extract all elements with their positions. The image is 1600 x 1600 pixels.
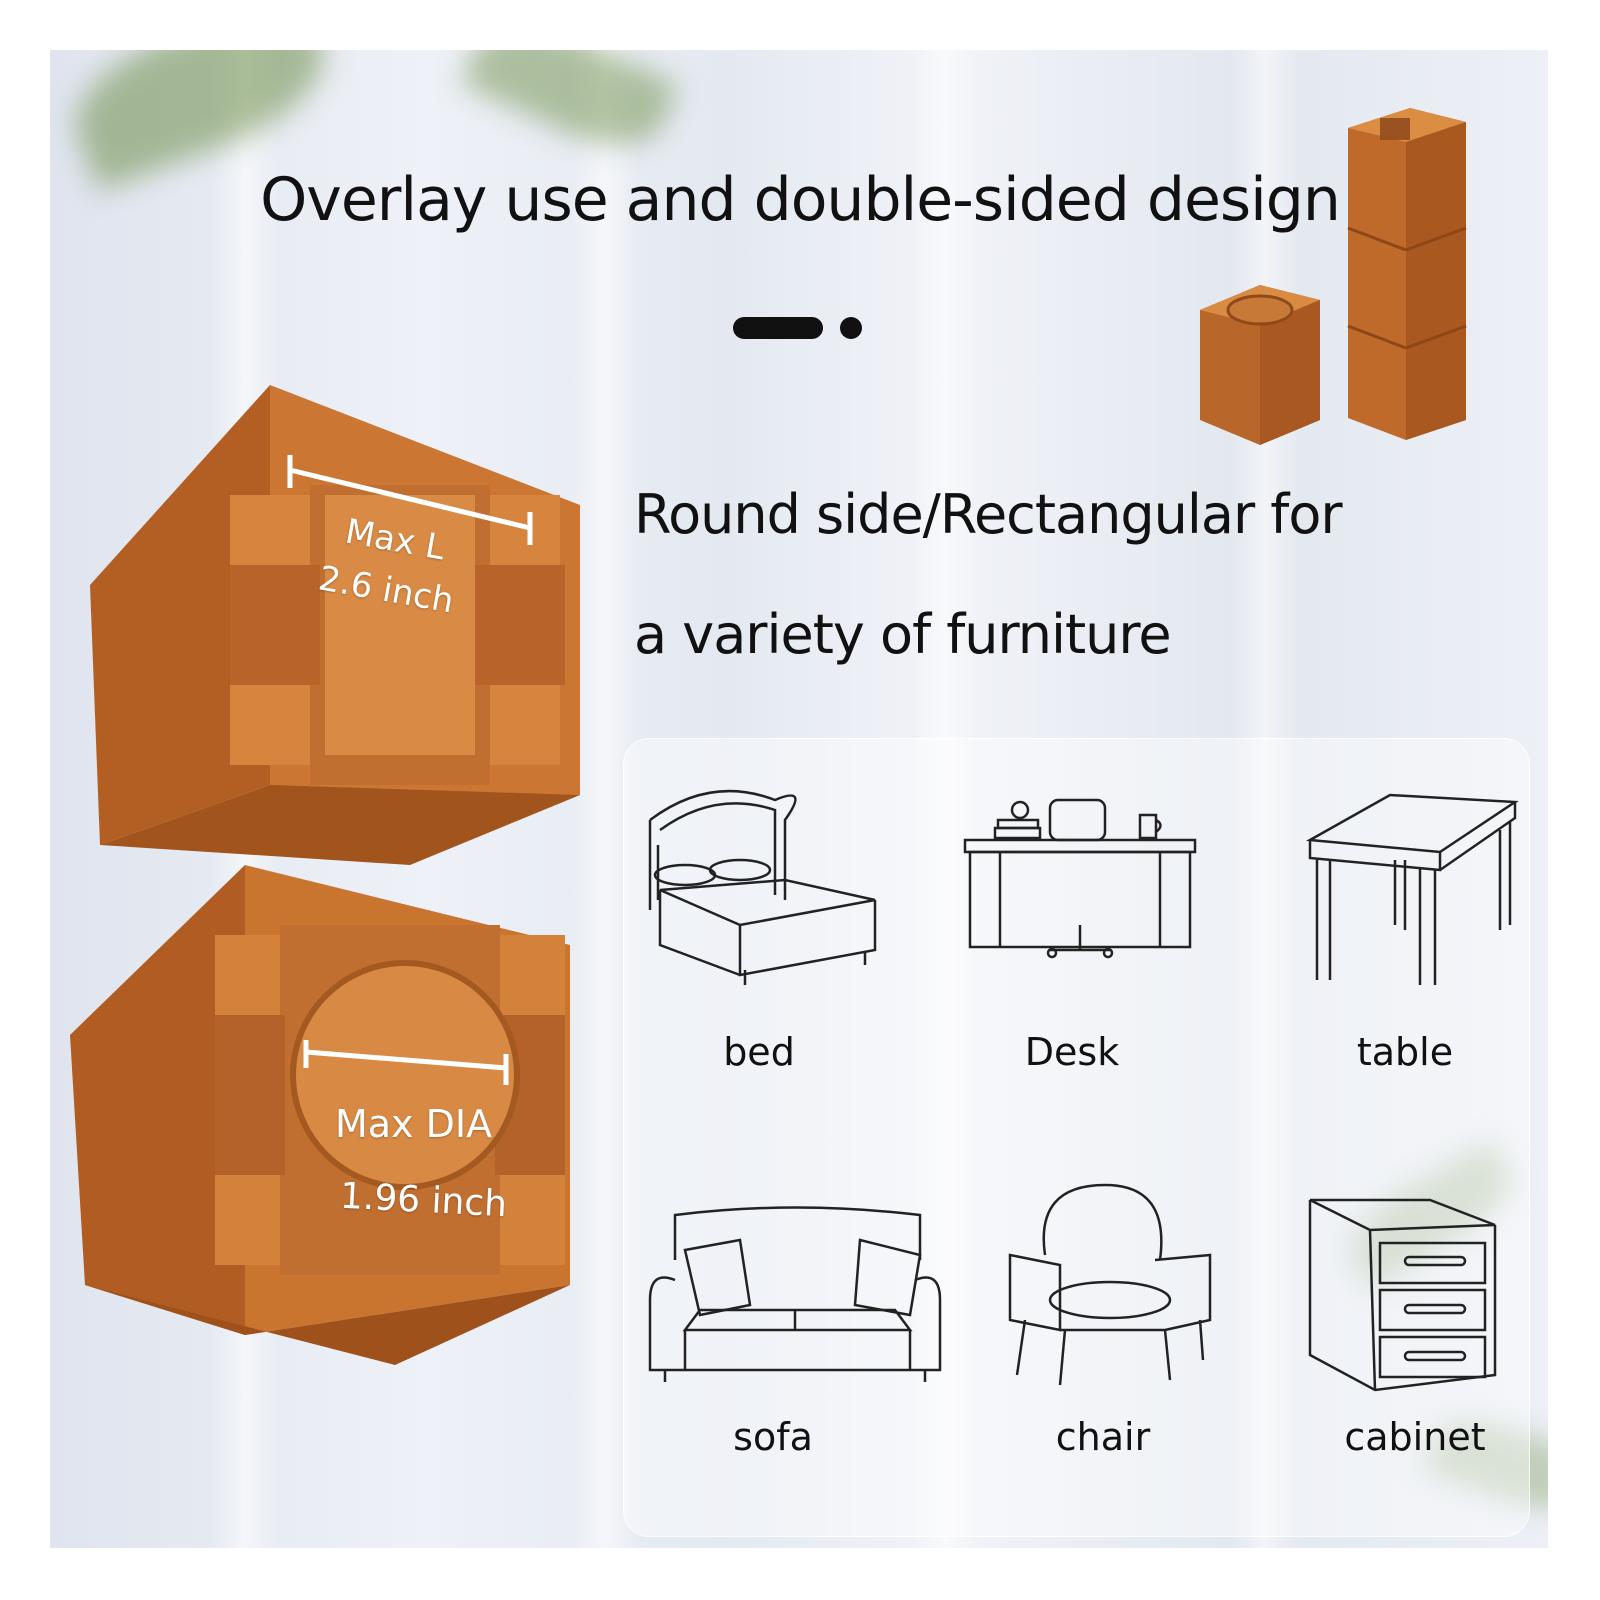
divider-dot <box>840 317 862 339</box>
furniture-label: Desk <box>1024 1030 1120 1074</box>
background-curtain <box>910 50 980 1548</box>
furniture-label: chair <box>1055 1415 1151 1459</box>
stacked-risers-image <box>1200 108 1467 445</box>
sofa-icon <box>648 1206 942 1382</box>
furniture-label: bed <box>723 1030 795 1074</box>
table-icon <box>1305 793 1519 985</box>
diameter-measure-line <box>303 1040 509 1085</box>
stacked-riser-tower <box>1347 108 1467 440</box>
length-measure-line <box>287 455 533 545</box>
desk-icon <box>963 798 1197 959</box>
subtitle-line-2: a variety of furniture <box>634 603 1172 666</box>
riser-rectangular-side <box>90 385 580 865</box>
background-curtain <box>570 50 640 1548</box>
riser-round-side <box>70 865 570 1365</box>
furniture-label: sofa <box>733 1415 813 1459</box>
cabinet-icon <box>1308 1198 1497 1392</box>
bed-icon <box>648 789 877 985</box>
divider-dash <box>733 317 823 339</box>
furniture-label: cabinet <box>1344 1415 1486 1459</box>
max-dia-label: Max DIA <box>335 1102 493 1146</box>
chair-icon <box>1008 1183 1212 1386</box>
page-title: Overlay use and double-sided design <box>260 165 1341 235</box>
furniture-label: table <box>1356 1030 1454 1074</box>
subtitle-line-1: Round side/Rectangular for <box>634 483 1343 546</box>
small-riser-block <box>1200 285 1320 445</box>
max-dia-value: 1.96 inch <box>339 1175 508 1226</box>
